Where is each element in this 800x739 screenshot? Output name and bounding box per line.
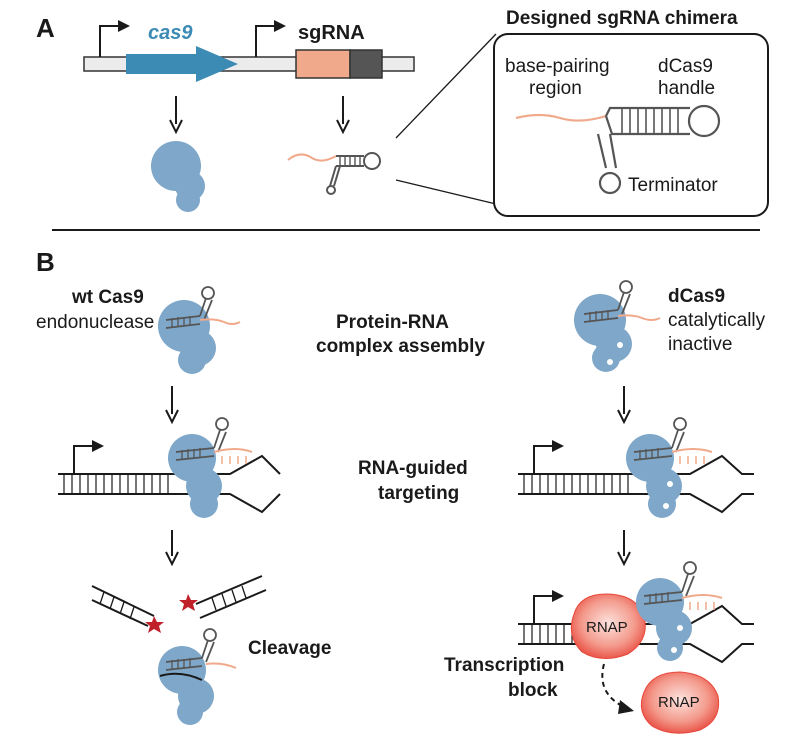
block-label-2: block [508, 680, 558, 701]
base-pairing-label-2: region [529, 78, 582, 99]
wt-cas9-subtitle: endonuclease [36, 312, 154, 333]
base-pairing-label-1: base-pairing [505, 56, 610, 77]
terminator-label: Terminator [628, 175, 718, 196]
wt-cas9-title: wt Cas9 [71, 287, 144, 308]
dcas9-complex [574, 280, 661, 372]
cleavage-star-2 [179, 594, 198, 611]
sgrna-gene-label: sgRNA [298, 22, 365, 44]
rnap-label-2: RNAP [658, 694, 700, 711]
dcas9-subtitle-2: inactive [668, 334, 732, 355]
panel-b-label: B [36, 247, 55, 277]
handle-label-2: handle [658, 78, 715, 99]
sgrna-scaffold-box [349, 49, 383, 79]
cleaved-dna-fragments [91, 575, 267, 627]
rnap-released [640, 671, 720, 734]
assembly-label-1: Protein-RNA [336, 312, 449, 333]
dcas9-subtitle-1: catalytically [668, 310, 766, 331]
wt-cas9-complex [158, 286, 241, 374]
cas9-protein-a [151, 141, 205, 212]
inset-title: Designed sgRNA chimera [506, 8, 738, 29]
cleavage-label: Cleavage [248, 638, 331, 659]
wt-cas9-bound [168, 417, 253, 518]
rnap-label-1: RNAP [586, 619, 628, 636]
wt-cas9-after-cleavage [158, 628, 237, 725]
zoom-line-top [395, 33, 497, 139]
handle-label-1: dCas9 [658, 56, 713, 77]
cas9-gene-arrow [126, 46, 238, 82]
sgrna-guide-box [295, 49, 351, 79]
panel-a-label: A [36, 13, 55, 43]
zoom-line-bottom [395, 179, 497, 205]
promoter-arrowhead-sgrna [274, 20, 286, 32]
cas9-gene-label: cas9 [148, 22, 193, 44]
dna-construct [83, 20, 415, 82]
promoter-arrowhead-cas9 [118, 20, 130, 32]
release-arrow [601, 663, 627, 709]
sgrna-chimera-inset [493, 33, 769, 217]
dcas9-title: dCas9 [668, 286, 725, 307]
release-arrowhead [618, 700, 634, 714]
cleavage-star-1 [145, 616, 164, 633]
dcas9-blocking [636, 561, 723, 661]
promoter-arrow-sgrna [255, 25, 278, 57]
assembly-label-2: complex assembly [316, 336, 485, 357]
dcas9-bound [626, 417, 713, 518]
block-label-1: Transcription [444, 655, 564, 676]
targeting-label-2: targeting [378, 483, 459, 504]
sgrna-small-a [287, 152, 381, 195]
targeting-label-1: RNA-guided [358, 458, 468, 479]
sgrna-chimera-large [515, 104, 721, 195]
wt-dna-targeting [58, 440, 281, 514]
promoter-arrow-cas9 [99, 25, 122, 57]
rnap-blocked [570, 593, 646, 659]
